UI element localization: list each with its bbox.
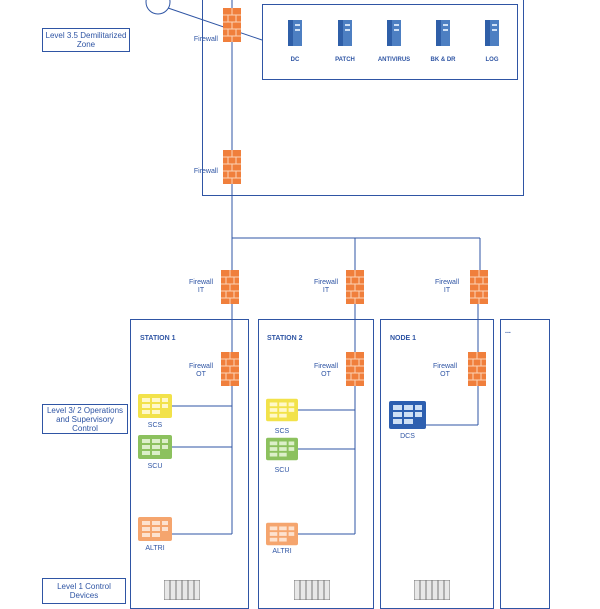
level-1-box: Level 1 Control Devices	[42, 578, 126, 604]
firewall-ot-icon	[221, 352, 239, 386]
firewall-it-label: Firewall IT	[182, 279, 220, 295]
level-3-5-box: Level 3.5 Demilitarized Zone	[42, 28, 130, 52]
firewall-ot-line1: Firewall	[188, 363, 214, 370]
controller-rack-icon	[164, 580, 200, 600]
server-icon	[288, 20, 302, 46]
server-icon	[485, 20, 499, 46]
altri-icon	[138, 517, 172, 541]
server-label: BK & DR	[430, 57, 456, 63]
altri-label: ALTRI	[145, 545, 165, 552]
altri-label: ALTRI	[272, 548, 292, 555]
server-icon	[338, 20, 352, 46]
firewall-it-label: Firewall IT	[428, 279, 466, 295]
node-1-title: NODE 1	[390, 335, 417, 342]
firewall-ot-label: Firewall OT	[182, 363, 220, 379]
firewall-ot-label: Firewall OT	[307, 363, 345, 379]
altri-icon	[266, 522, 298, 546]
scs-icon	[266, 398, 298, 422]
more-panel	[500, 319, 550, 609]
server-icon	[387, 20, 401, 46]
firewall-it-line1: Firewall	[188, 279, 214, 286]
dcs-label: DCS	[400, 433, 415, 440]
station-1-title: STATION 1	[140, 335, 176, 342]
dcs-icon	[389, 401, 426, 429]
firewall-it-line1: Firewall	[434, 279, 460, 286]
firewall-ot-label: Firewall OT	[426, 363, 464, 379]
firewall-icon	[223, 8, 241, 42]
level-3-5-label: Level 3.5 Demilitarized Zone	[45, 31, 127, 49]
scu-icon	[266, 437, 298, 461]
dmz-panel	[202, 0, 524, 196]
level-3-2-box: Level 3/ 2 Operations and Supervisory Co…	[42, 404, 128, 434]
server-label: ANTIVIRUS	[377, 57, 411, 63]
internet-circle	[145, 0, 171, 15]
firewall-ot-line2: OT	[196, 371, 206, 378]
firewall-label: Firewall	[193, 168, 218, 175]
firewall-it-icon	[221, 270, 239, 304]
firewall-ot-line1: Firewall	[432, 363, 458, 370]
firewall-ot-icon	[468, 352, 486, 386]
firewall-ot-line1: Firewall	[313, 363, 339, 370]
firewall-ot-line2: OT	[440, 371, 450, 378]
scu-label: SCU	[147, 463, 163, 470]
scu-icon	[138, 435, 172, 459]
level-3-2-label: Level 3/ 2 Operations and Supervisory Co…	[46, 405, 124, 433]
firewall-label: Firewall	[193, 36, 218, 43]
controller-rack-icon	[414, 580, 450, 600]
firewall-it-label: Firewall IT	[307, 279, 345, 295]
more-title: ...	[505, 328, 511, 335]
scs-label: SCS	[274, 428, 290, 435]
firewall-ot-icon	[346, 352, 364, 386]
server-icon	[436, 20, 450, 46]
station-2-title: STATION 2	[267, 335, 303, 342]
dmz-server-group	[262, 4, 518, 80]
firewall-it-line2: IT	[443, 287, 451, 294]
scs-icon	[138, 394, 172, 418]
level-1-label: Level 1 Control Devices	[57, 582, 111, 600]
firewall-ot-line2: OT	[321, 371, 331, 378]
server-label: DC	[290, 57, 300, 63]
scu-label: SCU	[274, 467, 290, 474]
firewall-icon	[223, 150, 241, 184]
firewall-it-line2: IT	[197, 287, 205, 294]
scs-label: SCS	[147, 422, 163, 429]
controller-rack-icon	[294, 580, 330, 600]
server-label: PATCH	[335, 57, 355, 63]
firewall-it-line1: Firewall	[313, 279, 339, 286]
server-label: LOG	[485, 57, 499, 63]
firewall-it-icon	[470, 270, 488, 304]
firewall-it-icon	[346, 270, 364, 304]
firewall-it-line2: IT	[322, 287, 330, 294]
